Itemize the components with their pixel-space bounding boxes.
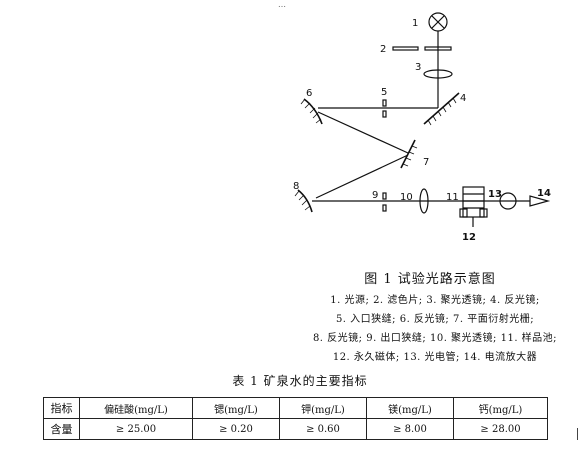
label-6: 6	[306, 88, 312, 99]
table-title: 表 1 矿泉水的主要指标	[232, 374, 368, 388]
label-10: 10	[400, 192, 413, 203]
label-12: 12	[462, 232, 476, 243]
sample-cell	[462, 186, 485, 218]
condenser-lens-3	[423, 69, 453, 79]
label-7: 7	[423, 157, 429, 168]
mirror-6	[303, 98, 323, 125]
entrance-slit	[382, 99, 387, 107]
table-header-row: 指标 偏硅酸(mg/L) 锶(mg/L) 钾(mg/L) 镁(mg/L) 钙(m…	[43, 397, 548, 419]
figure-title: 图 1 试验光路示意图	[364, 272, 496, 287]
figure-legend-line: 8. 反光镜; 9. 出口狭缝; 10. 聚光透镜; 11. 样品池;	[312, 333, 558, 344]
label-14: 14	[537, 188, 551, 199]
table-header-cell: 偏硅酸(mg/L)	[79, 397, 193, 419]
label-13: 13	[488, 189, 502, 200]
table-header-cell: 钾(mg/L)	[279, 397, 367, 419]
color-filter	[424, 46, 452, 51]
table-cell: ≥ 8.00	[366, 418, 454, 440]
table-header-cell: 指标	[43, 397, 80, 419]
label-11: 11	[446, 192, 459, 203]
mirror-8	[297, 189, 313, 213]
top-cropped-text: …	[278, 0, 286, 9]
table-cell: 含量	[43, 418, 80, 440]
exit-slit	[382, 192, 387, 200]
table-cell: ≥ 0.20	[192, 418, 280, 440]
label-5: 5	[381, 87, 387, 98]
page-edge-mark	[577, 428, 578, 440]
label-4: 4	[460, 93, 466, 104]
label-8: 8	[293, 181, 299, 192]
label-1: 1	[412, 18, 418, 29]
table-row: 含量 ≥ 25.00 ≥ 0.20 ≥ 0.60 ≥ 8.00 ≥ 28.00	[43, 418, 548, 440]
current-amplifier	[529, 195, 551, 207]
table-cell: ≥ 25.00	[79, 418, 193, 440]
label-3: 3	[415, 62, 421, 73]
figure-legend-line: 5. 入口狭缝; 6. 反光镜; 7. 平面衍射光栅;	[335, 314, 535, 325]
optical-path-diagram: 1 2 3 4 5 6 7 8 9 10 11 12 13 14	[293, 12, 551, 243]
table-header-cell: 钙(mg/L)	[453, 397, 548, 419]
condenser-lens-10	[419, 188, 429, 214]
figure-legend-line: 12. 永久磁体; 13. 光电管; 14. 电流放大器	[332, 352, 538, 363]
table-cell: ≥ 0.60	[279, 418, 367, 440]
table-header-cell: 镁(mg/L)	[366, 397, 454, 419]
permanent-magnet	[459, 208, 468, 218]
label-9: 9	[372, 190, 378, 201]
table-cell: ≥ 28.00	[453, 418, 548, 440]
filter-side-element	[392, 46, 419, 51]
figure-legend-line: 1. 光源; 2. 滤色片; 3. 聚光透镜; 4. 反光镜;	[330, 295, 540, 306]
mineral-water-table: 指标 偏硅酸(mg/L) 锶(mg/L) 钾(mg/L) 镁(mg/L) 钙(m…	[43, 397, 548, 440]
beam-from-grating	[315, 154, 409, 199]
beam-to-grating	[317, 111, 409, 154]
grating-7	[400, 139, 416, 169]
label-2: 2	[380, 44, 386, 55]
photocell	[499, 192, 517, 210]
table-header-cell: 锶(mg/L)	[192, 397, 280, 419]
